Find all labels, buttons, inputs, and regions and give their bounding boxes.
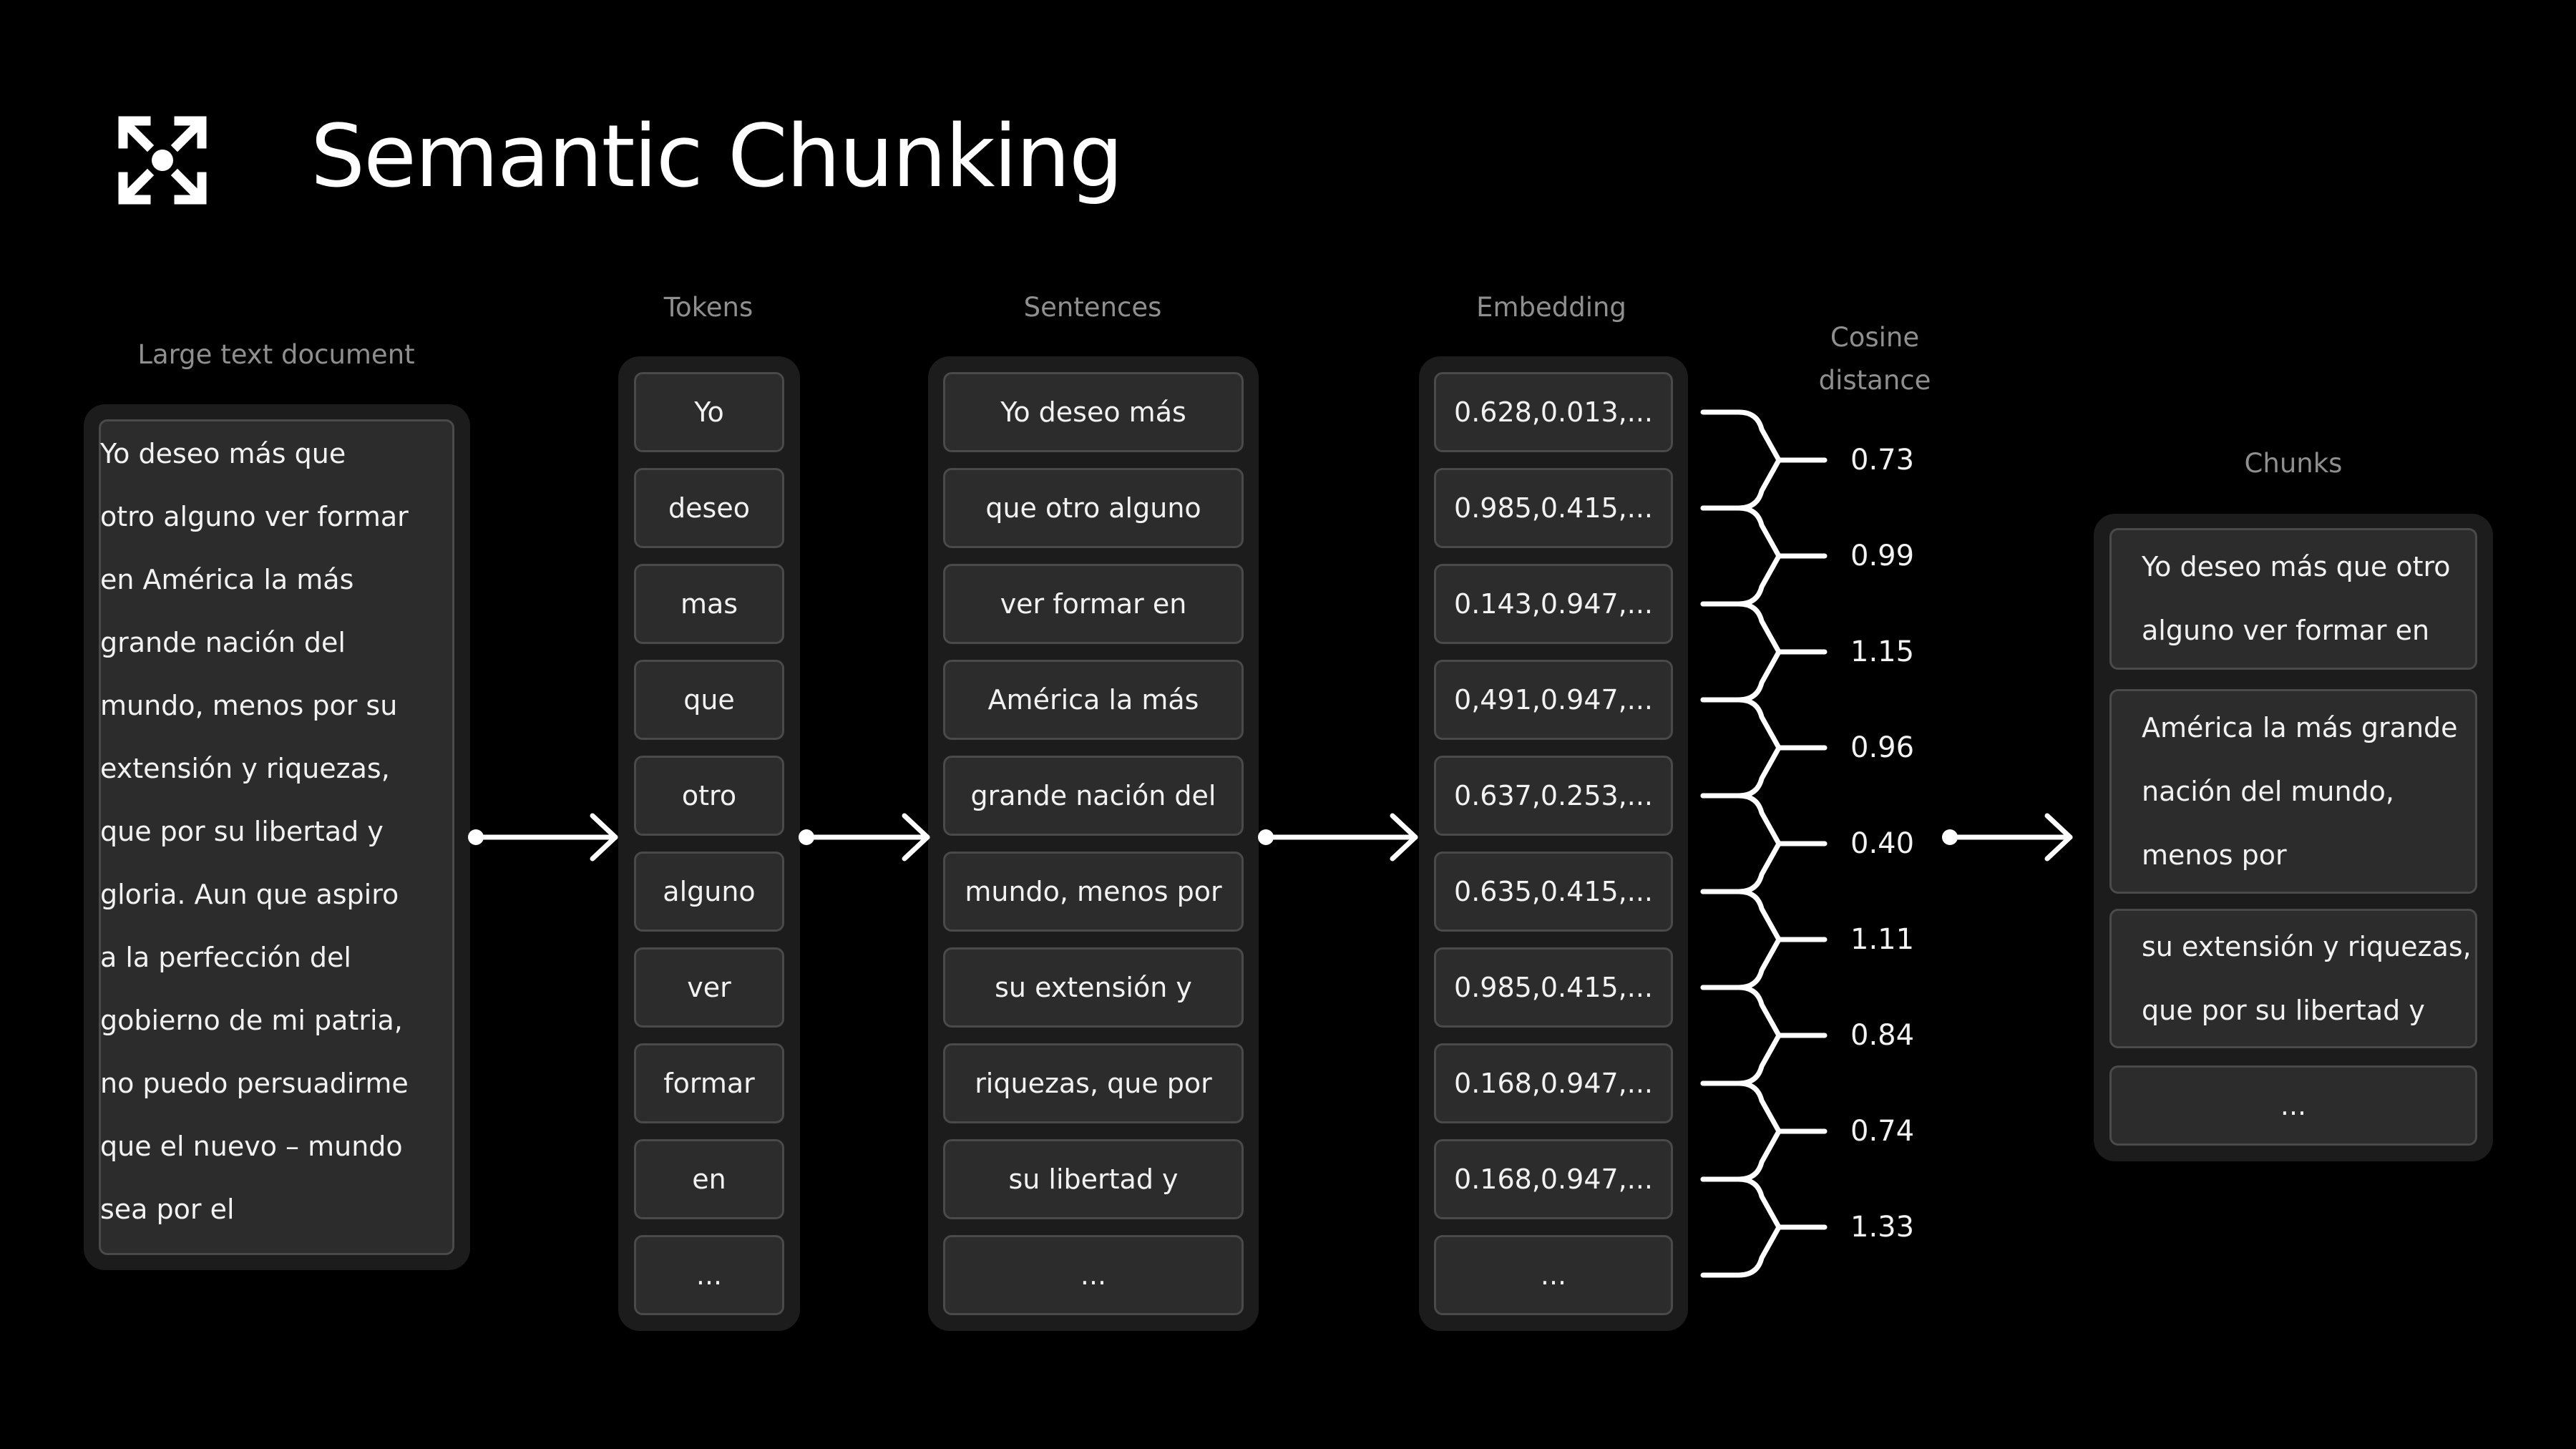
token-cell: ver bbox=[634, 947, 784, 1028]
sentence-cell: mundo, menos por bbox=[943, 852, 1244, 932]
embedding-cell: 0.143,0.947,... bbox=[1434, 564, 1673, 644]
token-cell: ... bbox=[634, 1235, 784, 1315]
cosine-bracket bbox=[1700, 1080, 1828, 1182]
token-cell: mas bbox=[634, 564, 784, 644]
document-line: en América la más bbox=[100, 564, 354, 595]
sentences-label: Sentences bbox=[1023, 292, 1162, 323]
token-cell: en bbox=[634, 1139, 784, 1219]
document-line: gobierno de mi patria, bbox=[100, 1005, 403, 1036]
sentence-cell: riquezas, que por bbox=[943, 1043, 1244, 1123]
chunk-line: alguno ver formar en bbox=[2142, 615, 2430, 646]
arrow-start-dot bbox=[468, 829, 484, 845]
cosine-distance-value: 0.99 bbox=[1850, 540, 1915, 572]
chunk-line: América la más grande bbox=[2142, 711, 2458, 743]
token-cell: alguno bbox=[634, 852, 784, 932]
chunk-line: ... bbox=[2280, 1089, 2307, 1121]
cosine-label-line2: distance bbox=[1818, 365, 1931, 396]
document-line: gloria. Aun que aspiro bbox=[100, 879, 399, 910]
cosine-bracket bbox=[1700, 889, 1828, 990]
document-text: Yo deseo más que otro alguno ver formar en… bbox=[100, 422, 436, 1241]
arrow-start-dot bbox=[799, 829, 814, 845]
sentence-cell: su libertad y bbox=[943, 1139, 1244, 1219]
sentence-cell: grande nación del bbox=[943, 756, 1244, 836]
sentence-cell: ... bbox=[943, 1235, 1244, 1315]
embedding-label: Embedding bbox=[1476, 292, 1626, 323]
chunk-text: su extensión y riquezas, que por su liber… bbox=[2112, 915, 2472, 1043]
document-line: sea por el bbox=[100, 1194, 235, 1225]
chunk-box: Yo deseo más que otro alguno ver formar e… bbox=[2109, 528, 2477, 670]
document-line: que por su libertad y bbox=[100, 816, 384, 847]
token-cell: otro bbox=[634, 756, 784, 836]
cosine-distance-value: 0.73 bbox=[1850, 444, 1915, 477]
chunk-box: América la más grande nación del mundo, me… bbox=[2109, 689, 2477, 894]
embedding-cell: 0.985,0.415,... bbox=[1434, 947, 1673, 1028]
cosine-distance-value: 1.33 bbox=[1850, 1211, 1915, 1244]
arrow-tokens-to-sentences bbox=[804, 813, 930, 862]
token-cell: que bbox=[634, 660, 784, 740]
cosine-distance-value: 0.74 bbox=[1850, 1115, 1915, 1148]
document-line: Yo deseo más que bbox=[100, 438, 346, 469]
cosine-distance-value: 1.11 bbox=[1850, 923, 1915, 956]
cosine-brackets bbox=[1700, 409, 1828, 1278]
expand-arrows-icon bbox=[118, 116, 207, 205]
document-line: que el nuevo – mundo bbox=[100, 1131, 403, 1162]
cosine-bracket bbox=[1700, 409, 1828, 511]
sentence-cell: que otro alguno bbox=[943, 468, 1244, 548]
document-line: grande nación del bbox=[100, 627, 346, 658]
cosine-bracket bbox=[1700, 1176, 1828, 1278]
cosine-bracket bbox=[1700, 985, 1828, 1086]
chunks-label: Chunks bbox=[2244, 448, 2343, 479]
token-cell: Yo bbox=[634, 372, 784, 452]
document-label: Large text document bbox=[137, 339, 415, 370]
chunk-line: su extensión y riquezas, bbox=[2142, 930, 2472, 962]
document-line: no puedo persuadirme bbox=[100, 1068, 409, 1099]
chunk-text: ... bbox=[2280, 1074, 2306, 1138]
embedding-cell: 0.985,0.415,... bbox=[1434, 468, 1673, 548]
token-cell: formar bbox=[634, 1043, 784, 1123]
document-line: otro alguno ver formar bbox=[100, 501, 409, 532]
arrow-sentences-to-embedding bbox=[1263, 813, 1418, 862]
cosine-distance-value: 0.84 bbox=[1850, 1019, 1915, 1052]
cosine-distance-value: 1.15 bbox=[1850, 635, 1915, 668]
cosine-distance-value: 0.96 bbox=[1850, 731, 1915, 764]
page-title: Semantic Chunking bbox=[311, 107, 1123, 207]
embedding-cell: 0.168,0.947,... bbox=[1434, 1043, 1673, 1123]
cosine-bracket bbox=[1700, 505, 1828, 607]
embedding-cell: ... bbox=[1434, 1235, 1673, 1315]
sentence-cell: Yo deseo más bbox=[943, 372, 1244, 452]
sentence-cell: su extensión y bbox=[943, 947, 1244, 1028]
embedding-cell: 0.168,0.947,... bbox=[1434, 1139, 1673, 1219]
document-line: extensión y riquezas, bbox=[100, 753, 390, 784]
chunk-line: menos por bbox=[2142, 839, 2287, 871]
arrow-distance-to-chunks bbox=[1947, 813, 2073, 862]
chunk-line: Yo deseo más que otro bbox=[2142, 551, 2451, 582]
chunk-line: que por su libertad y bbox=[2142, 994, 2425, 1026]
token-cell: deseo bbox=[634, 468, 784, 548]
sentence-cell: ver formar en bbox=[943, 564, 1244, 644]
embedding-cell: 0,491,0.947,... bbox=[1434, 660, 1673, 740]
arrow-start-dot bbox=[1258, 829, 1274, 845]
document-line: a la perfección del bbox=[100, 942, 351, 973]
cosine-label-line1: Cosine bbox=[1830, 322, 1920, 353]
arrow-document-to-tokens bbox=[473, 813, 618, 862]
arrow-start-dot bbox=[1942, 829, 1958, 845]
embedding-cell: 0.635,0.415,... bbox=[1434, 852, 1673, 932]
chunk-box: su extensión y riquezas, que por su liber… bbox=[2109, 909, 2477, 1048]
document-line: mundo, menos por su bbox=[100, 690, 398, 721]
chunk-text: América la más grande nación del mundo, me… bbox=[2112, 696, 2458, 887]
cosine-distance-value: 0.40 bbox=[1850, 827, 1915, 860]
cosine-bracket bbox=[1700, 793, 1828, 894]
chunk-box: ... bbox=[2109, 1065, 2477, 1146]
chunk-line: nación del mundo, bbox=[2142, 775, 2395, 807]
sentence-cell: América la más bbox=[943, 660, 1244, 740]
tokens-label: Tokens bbox=[663, 292, 753, 323]
cosine-bracket bbox=[1700, 697, 1828, 799]
chunk-text: Yo deseo más que otro alguno ver formar e… bbox=[2112, 535, 2451, 663]
embedding-cell: 0.637,0.253,... bbox=[1434, 756, 1673, 836]
document-box bbox=[99, 419, 454, 1255]
cosine-bracket bbox=[1700, 601, 1828, 703]
embedding-cell: 0.628,0.013,... bbox=[1434, 372, 1673, 452]
